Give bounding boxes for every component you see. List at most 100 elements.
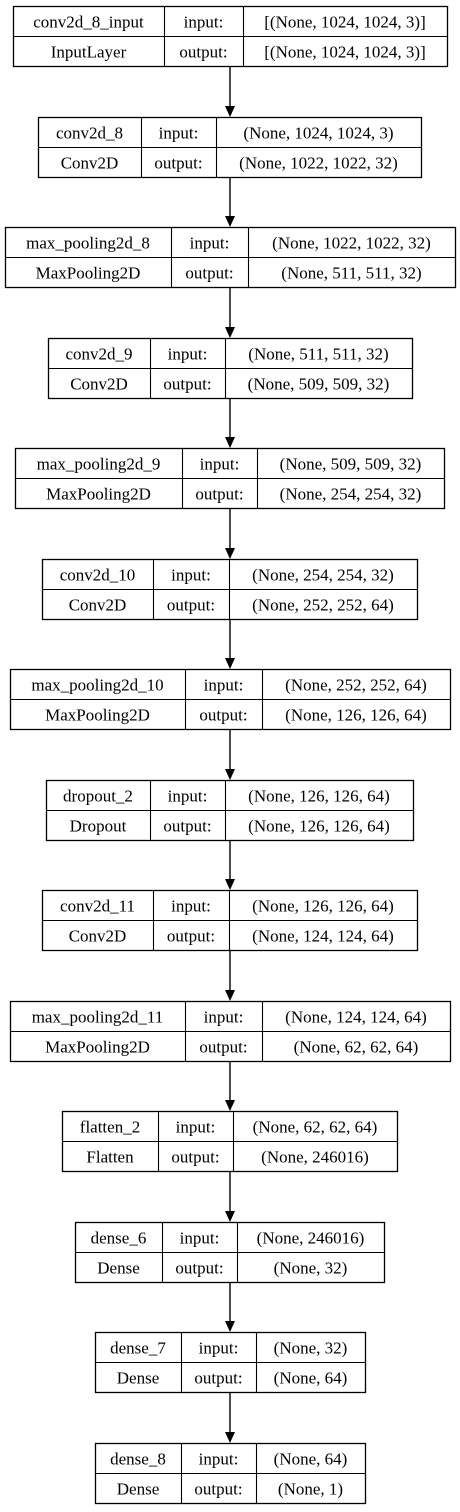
- layer-type: Dense: [117, 1369, 159, 1388]
- output-shape: (None, 252, 252, 64): [252, 596, 394, 615]
- layer-name: conv2d_10: [60, 566, 136, 585]
- arrow-head-icon: [225, 216, 235, 227]
- layer-name: conv2d_8_input: [33, 13, 144, 32]
- input-label: input:: [180, 1229, 220, 1248]
- input-shape: (None, 1022, 1022, 32): [272, 234, 431, 253]
- output-label: output:: [185, 264, 233, 283]
- output-label: output:: [199, 706, 247, 725]
- output-shape: (None, 1): [278, 1480, 343, 1499]
- layer-type: Dropout: [70, 817, 127, 836]
- output-label: output:: [171, 1148, 219, 1167]
- layer-type: Conv2D: [61, 154, 119, 173]
- arrow-head-icon: [225, 106, 235, 117]
- input-label: input:: [159, 124, 199, 143]
- output-label: output:: [179, 43, 227, 62]
- input-shape: (None, 62, 62, 64): [253, 1118, 378, 1137]
- input-label: input:: [200, 455, 240, 474]
- layer-type: MaxPooling2D: [36, 264, 141, 283]
- input-label: input:: [199, 1339, 239, 1358]
- input-shape: (None, 126, 126, 64): [252, 897, 394, 916]
- arrow-head-icon: [225, 879, 235, 890]
- input-label: input:: [171, 566, 211, 585]
- output-shape: (None, 511, 511, 32): [281, 264, 421, 283]
- layer-name: dropout_2: [63, 787, 133, 806]
- output-label: output:: [194, 1480, 242, 1499]
- input-shape: (None, 509, 509, 32): [280, 455, 422, 474]
- arrow-head-icon: [225, 1100, 235, 1111]
- input-label: input:: [168, 787, 208, 806]
- layer-type: Conv2D: [70, 375, 128, 394]
- layer-name: flatten_2: [80, 1118, 140, 1137]
- input-label: input:: [204, 676, 244, 695]
- output-shape: (None, 124, 124, 64): [252, 927, 394, 946]
- input-label: input:: [184, 13, 224, 32]
- input-shape: (None, 32): [274, 1339, 348, 1358]
- arrow-head-icon: [225, 1321, 235, 1332]
- input-shape: (None, 246016): [257, 1229, 365, 1248]
- arrow-head-icon: [225, 1211, 235, 1222]
- layer-type: Dense: [97, 1259, 139, 1278]
- input-shape: (None, 252, 252, 64): [285, 676, 427, 695]
- output-label: output:: [199, 1038, 247, 1057]
- layer-name: dense_7: [110, 1339, 166, 1358]
- input-shape: (None, 126, 126, 64): [248, 787, 390, 806]
- output-label: output:: [154, 154, 202, 173]
- layer-name: dense_6: [91, 1229, 147, 1248]
- output-label: output:: [167, 596, 215, 615]
- input-shape: [(None, 1024, 1024, 3)]: [264, 13, 425, 32]
- arrow-head-icon: [225, 658, 235, 669]
- layer-type: Conv2D: [69, 596, 127, 615]
- output-label: output:: [163, 817, 211, 836]
- output-shape: (None, 62, 62, 64): [294, 1038, 419, 1057]
- output-label: output:: [195, 485, 243, 504]
- output-label: output:: [163, 375, 211, 394]
- layer-type: MaxPooling2D: [45, 1038, 150, 1057]
- layer-name: max_pooling2d_10: [31, 676, 163, 695]
- layer-name: conv2d_9: [65, 345, 132, 364]
- arrow-head-icon: [225, 327, 235, 338]
- input-label: input:: [204, 1008, 244, 1027]
- input-label: input:: [199, 1450, 239, 1469]
- layer-type: Flatten: [86, 1148, 134, 1167]
- arrow-head-icon: [225, 437, 235, 448]
- layer-type: InputLayer: [51, 43, 127, 62]
- input-label: input:: [176, 1118, 216, 1137]
- input-shape: (None, 254, 254, 32): [252, 566, 394, 585]
- arrow-head-icon: [225, 1432, 235, 1443]
- layer-type: MaxPooling2D: [46, 485, 151, 504]
- arrow-head-icon: [225, 990, 235, 1001]
- output-shape: (None, 126, 126, 64): [285, 706, 427, 725]
- layer-name: max_pooling2d_11: [32, 1008, 164, 1027]
- output-shape: (None, 32): [274, 1259, 348, 1278]
- output-shape: (None, 1022, 1022, 32): [239, 154, 398, 173]
- layer-type: Conv2D: [69, 927, 127, 946]
- layer-type: MaxPooling2D: [45, 706, 150, 725]
- layer-node-max_pooling2d_8: max_pooling2d_8MaxPooling2Dinput:output:…: [4, 226, 457, 289]
- output-shape: (None, 64): [274, 1369, 348, 1388]
- output-label: output:: [194, 1369, 242, 1388]
- layer-name: conv2d_8: [56, 124, 123, 143]
- input-label: input:: [171, 897, 211, 916]
- layer-name: dense_8: [110, 1450, 166, 1469]
- arrow-head-icon: [225, 548, 235, 559]
- layer-type: Dense: [117, 1480, 159, 1499]
- output-label: output:: [175, 1259, 223, 1278]
- input-shape: (None, 124, 124, 64): [285, 1008, 427, 1027]
- input-shape: (None, 511, 511, 32): [248, 345, 388, 364]
- output-shape: [(None, 1024, 1024, 3)]: [264, 43, 425, 62]
- output-shape: (None, 509, 509, 32): [248, 375, 390, 394]
- layer-name: conv2d_11: [60, 897, 135, 916]
- input-label: input:: [190, 234, 230, 253]
- input-shape: (None, 1024, 1024, 3): [243, 124, 393, 143]
